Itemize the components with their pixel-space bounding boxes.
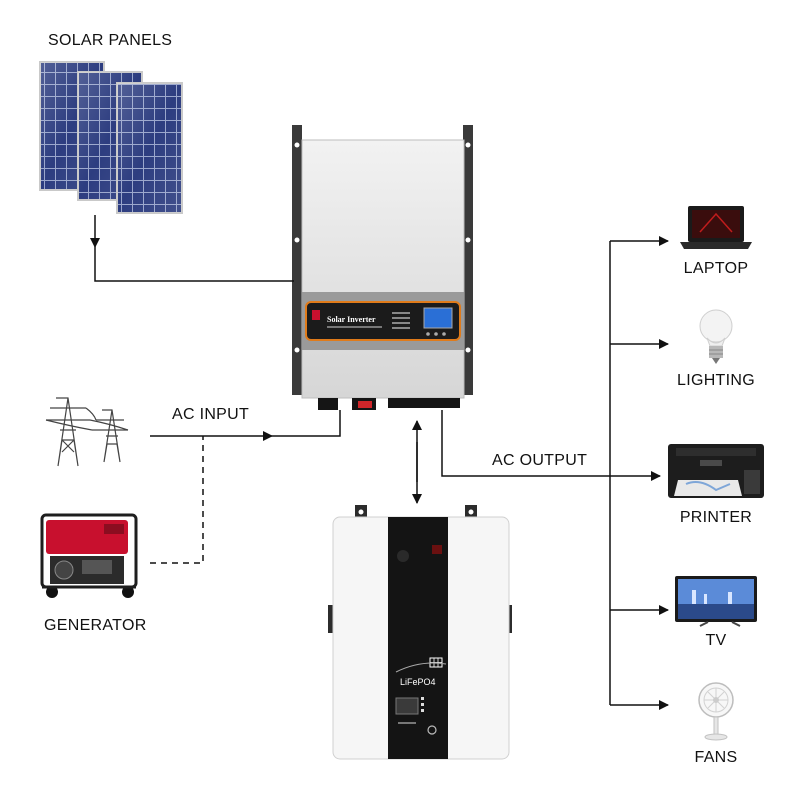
solar-panels-image [39,61,183,214]
ac-input-line [272,410,341,437]
tv-label: TV [705,632,727,649]
generator-label: GENERATOR [44,617,147,634]
inverter-image: Solar Inverter [292,125,473,410]
lightbulb-icon [699,309,733,364]
fan-icon [698,682,734,741]
tv-icon [675,576,757,627]
battery-brand-text: LiFePO4 [400,677,436,687]
ac-output-line [441,410,610,477]
ac-input-label: AC INPUT [172,406,250,423]
laptop-icon [680,206,752,249]
fans-label: FANS [694,749,738,766]
lighting-label: LIGHTING [677,372,755,389]
laptop-label: LAPTOP [683,260,749,277]
solar-panels-label: SOLAR PANELS [48,32,173,49]
ac-output-label: AC OUTPUT [492,452,588,469]
printer-label: PRINTER [679,509,753,526]
solar-line [94,247,294,282]
generator-image [40,513,138,598]
battery-image: LiFePO4 [328,505,512,760]
printer-icon [668,444,764,498]
inverter-brand-text: Solar Inverter [327,315,376,324]
generator-line [150,436,204,564]
connection-lines [90,215,669,710]
ac-input-transmission-icon [45,397,129,467]
